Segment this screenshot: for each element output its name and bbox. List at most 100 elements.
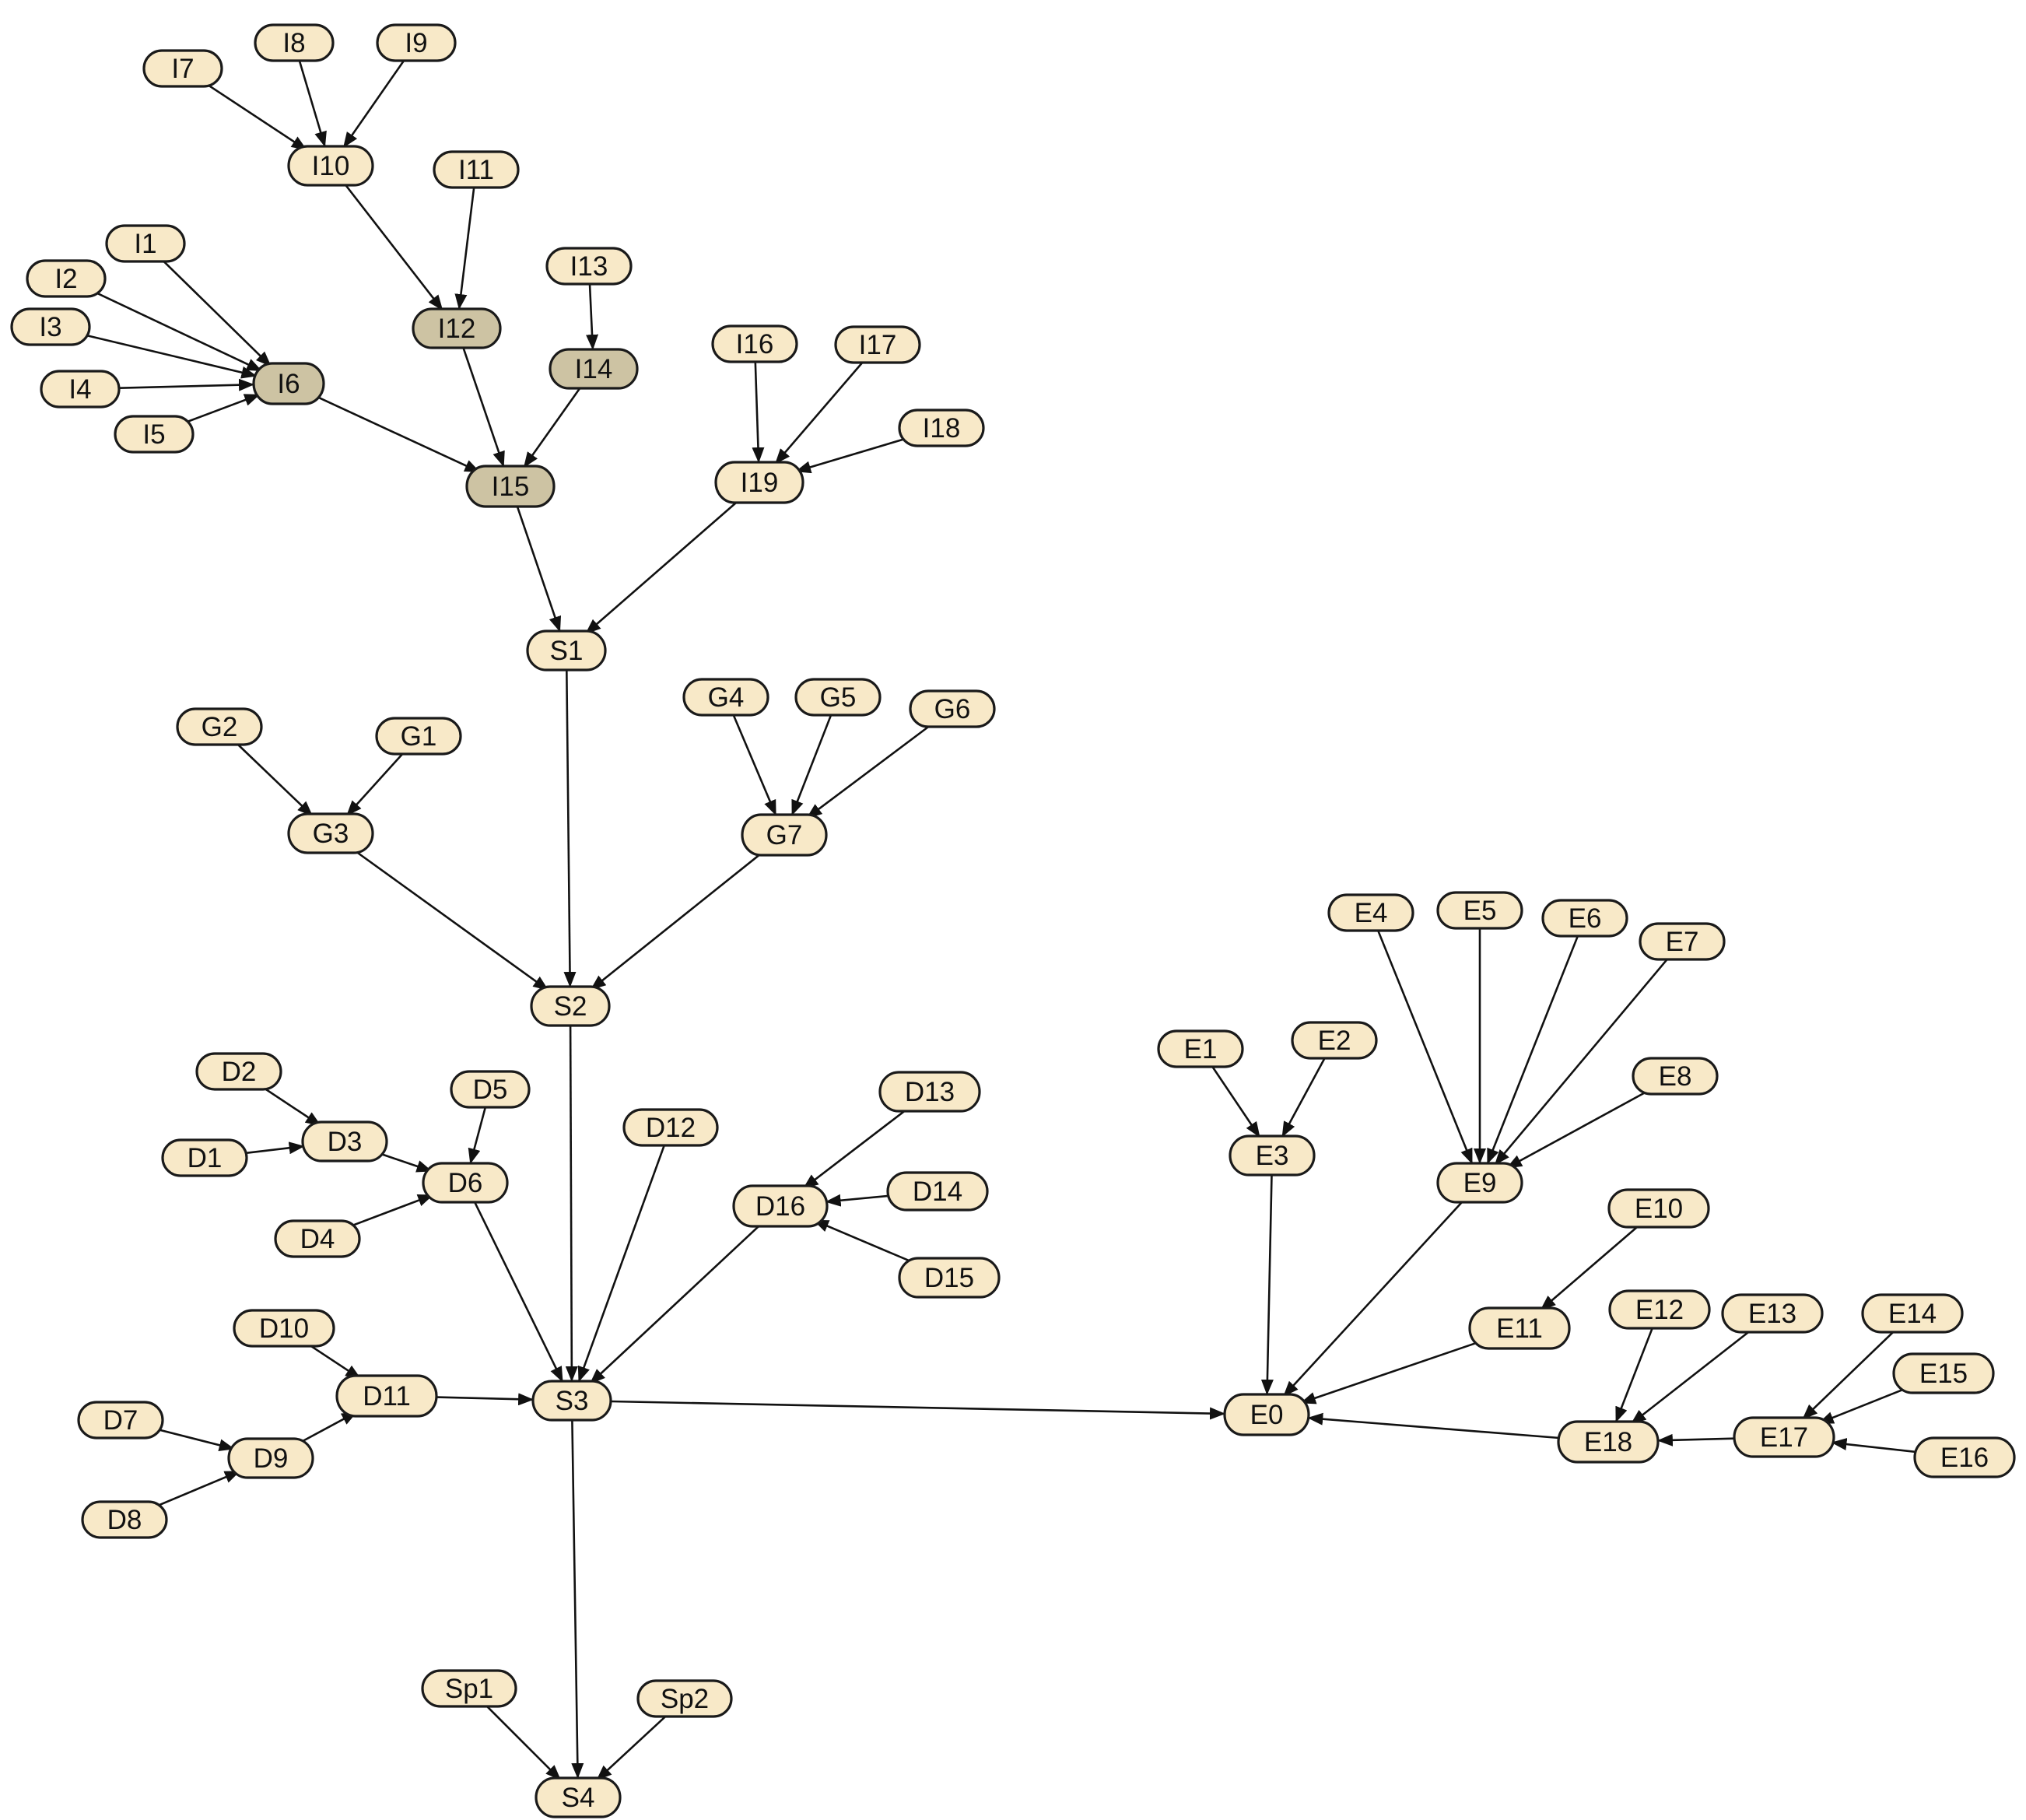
node-i17[interactable]: I17: [834, 325, 921, 364]
edge-i1-to-i6: [161, 258, 272, 367]
node-d3[interactable]: D3: [301, 1120, 388, 1162]
node-shape: [1468, 1306, 1571, 1350]
node-d6[interactable]: D6: [422, 1162, 509, 1204]
node-e14[interactable]: E14: [1861, 1293, 1964, 1334]
node-i13[interactable]: I13: [545, 247, 633, 286]
node-d2[interactable]: D2: [195, 1052, 282, 1091]
node-d12[interactable]: D12: [622, 1108, 719, 1147]
edges-layer: [85, 59, 1917, 1781]
node-i4[interactable]: I4: [40, 370, 121, 409]
node-s1[interactable]: S1: [526, 629, 607, 672]
node-s3[interactable]: S3: [531, 1380, 612, 1422]
node-d5[interactable]: D5: [450, 1070, 531, 1109]
node-g5[interactable]: G5: [794, 678, 882, 717]
node-d7[interactable]: D7: [77, 1401, 164, 1440]
node-e6[interactable]: E6: [1541, 899, 1628, 938]
node-d14[interactable]: D14: [886, 1171, 989, 1212]
node-shape: [114, 415, 195, 454]
node-i1[interactable]: I1: [105, 224, 186, 263]
node-e11[interactable]: E11: [1468, 1306, 1571, 1350]
node-label: I11: [458, 155, 494, 185]
node-shape: [682, 678, 769, 717]
node-g2[interactable]: G2: [176, 707, 263, 746]
node-d11[interactable]: D11: [335, 1374, 438, 1418]
node-i9[interactable]: I9: [376, 23, 457, 62]
node-e2[interactable]: E2: [1291, 1021, 1378, 1060]
node-i6[interactable]: I6: [252, 362, 325, 405]
node-g7[interactable]: G7: [741, 813, 828, 857]
node-sp1[interactable]: Sp1: [421, 1669, 517, 1708]
node-shape: [376, 23, 457, 62]
node-d8[interactable]: D8: [81, 1500, 168, 1539]
node-i15[interactable]: I15: [465, 465, 556, 508]
node-shape: [531, 1380, 612, 1422]
node-shape: [794, 678, 882, 717]
node-e10[interactable]: E10: [1607, 1188, 1710, 1229]
node-e15[interactable]: E15: [1892, 1352, 1995, 1394]
node-g3[interactable]: G3: [287, 812, 374, 854]
node-g6[interactable]: G6: [909, 689, 996, 728]
node-e3[interactable]: E3: [1229, 1134, 1316, 1177]
node-shape: [545, 247, 633, 286]
edge-d14-to-d16: [825, 1194, 890, 1207]
node-e4[interactable]: E4: [1327, 893, 1414, 932]
node-e18[interactable]: E18: [1557, 1420, 1660, 1464]
node-shape: [1157, 1029, 1244, 1068]
node-sp2[interactable]: Sp2: [636, 1679, 733, 1718]
node-i2[interactable]: I2: [26, 259, 107, 298]
node-shape: [233, 1309, 335, 1348]
node-e7[interactable]: E7: [1639, 922, 1726, 961]
node-shape: [1291, 1021, 1378, 1060]
node-i16[interactable]: I16: [711, 324, 798, 363]
node-e5[interactable]: E5: [1436, 891, 1523, 930]
node-d10[interactable]: D10: [233, 1309, 335, 1348]
node-e16[interactable]: E16: [1913, 1436, 2016, 1478]
node-i18[interactable]: I18: [898, 409, 985, 447]
node-e0[interactable]: E0: [1223, 1393, 1310, 1436]
node-e8[interactable]: E8: [1632, 1057, 1719, 1096]
node-label: I9: [405, 28, 427, 58]
node-label: D5: [473, 1075, 508, 1105]
edge-i2-to-i6: [93, 290, 263, 372]
edge-e6-to-e9: [1486, 935, 1579, 1165]
node-d4[interactable]: D4: [274, 1219, 361, 1258]
node-e1[interactable]: E1: [1157, 1029, 1244, 1068]
edge-g4-to-g7: [732, 714, 777, 816]
edge-e18-to-e0: [1307, 1412, 1560, 1440]
node-e9[interactable]: E9: [1436, 1162, 1523, 1204]
node-label: D4: [300, 1224, 335, 1254]
node-label: D15: [924, 1263, 974, 1293]
node-i8[interactable]: I8: [254, 23, 335, 62]
node-shape: [433, 150, 520, 189]
node-e17[interactable]: E17: [1733, 1416, 1835, 1458]
node-i12[interactable]: I12: [412, 307, 502, 349]
node-shape: [421, 1669, 517, 1708]
node-i10[interactable]: I10: [287, 145, 374, 187]
node-i11[interactable]: I11: [433, 150, 520, 189]
node-shape: [1608, 1289, 1711, 1330]
node-label: E0: [1250, 1400, 1284, 1430]
node-label: I14: [575, 354, 613, 384]
edge-i14-to-i15: [523, 387, 582, 468]
node-g4[interactable]: G4: [682, 678, 769, 717]
node-e13[interactable]: E13: [1721, 1293, 1824, 1334]
node-e12[interactable]: E12: [1608, 1289, 1711, 1330]
edge-sp2-to-s4: [596, 1714, 668, 1781]
node-i3[interactable]: I3: [10, 307, 91, 346]
node-i19[interactable]: I19: [714, 461, 804, 504]
node-d13[interactable]: D13: [878, 1071, 981, 1113]
node-i5[interactable]: I5: [114, 415, 195, 454]
node-s2[interactable]: S2: [530, 985, 611, 1027]
node-g1[interactable]: G1: [375, 717, 462, 756]
node-d16[interactable]: D16: [732, 1184, 829, 1228]
node-s4[interactable]: S4: [535, 1776, 622, 1818]
node-label: E18: [1584, 1427, 1632, 1457]
node-d1[interactable]: D1: [161, 1138, 248, 1177]
edge-e1-to-e3: [1211, 1065, 1261, 1138]
node-i7[interactable]: I7: [142, 49, 223, 88]
node-d15[interactable]: D15: [898, 1257, 1001, 1299]
node-d9[interactable]: D9: [227, 1437, 314, 1479]
node-label: E11: [1496, 1313, 1543, 1344]
node-i14[interactable]: I14: [549, 348, 639, 390]
node-shape: [530, 985, 611, 1027]
